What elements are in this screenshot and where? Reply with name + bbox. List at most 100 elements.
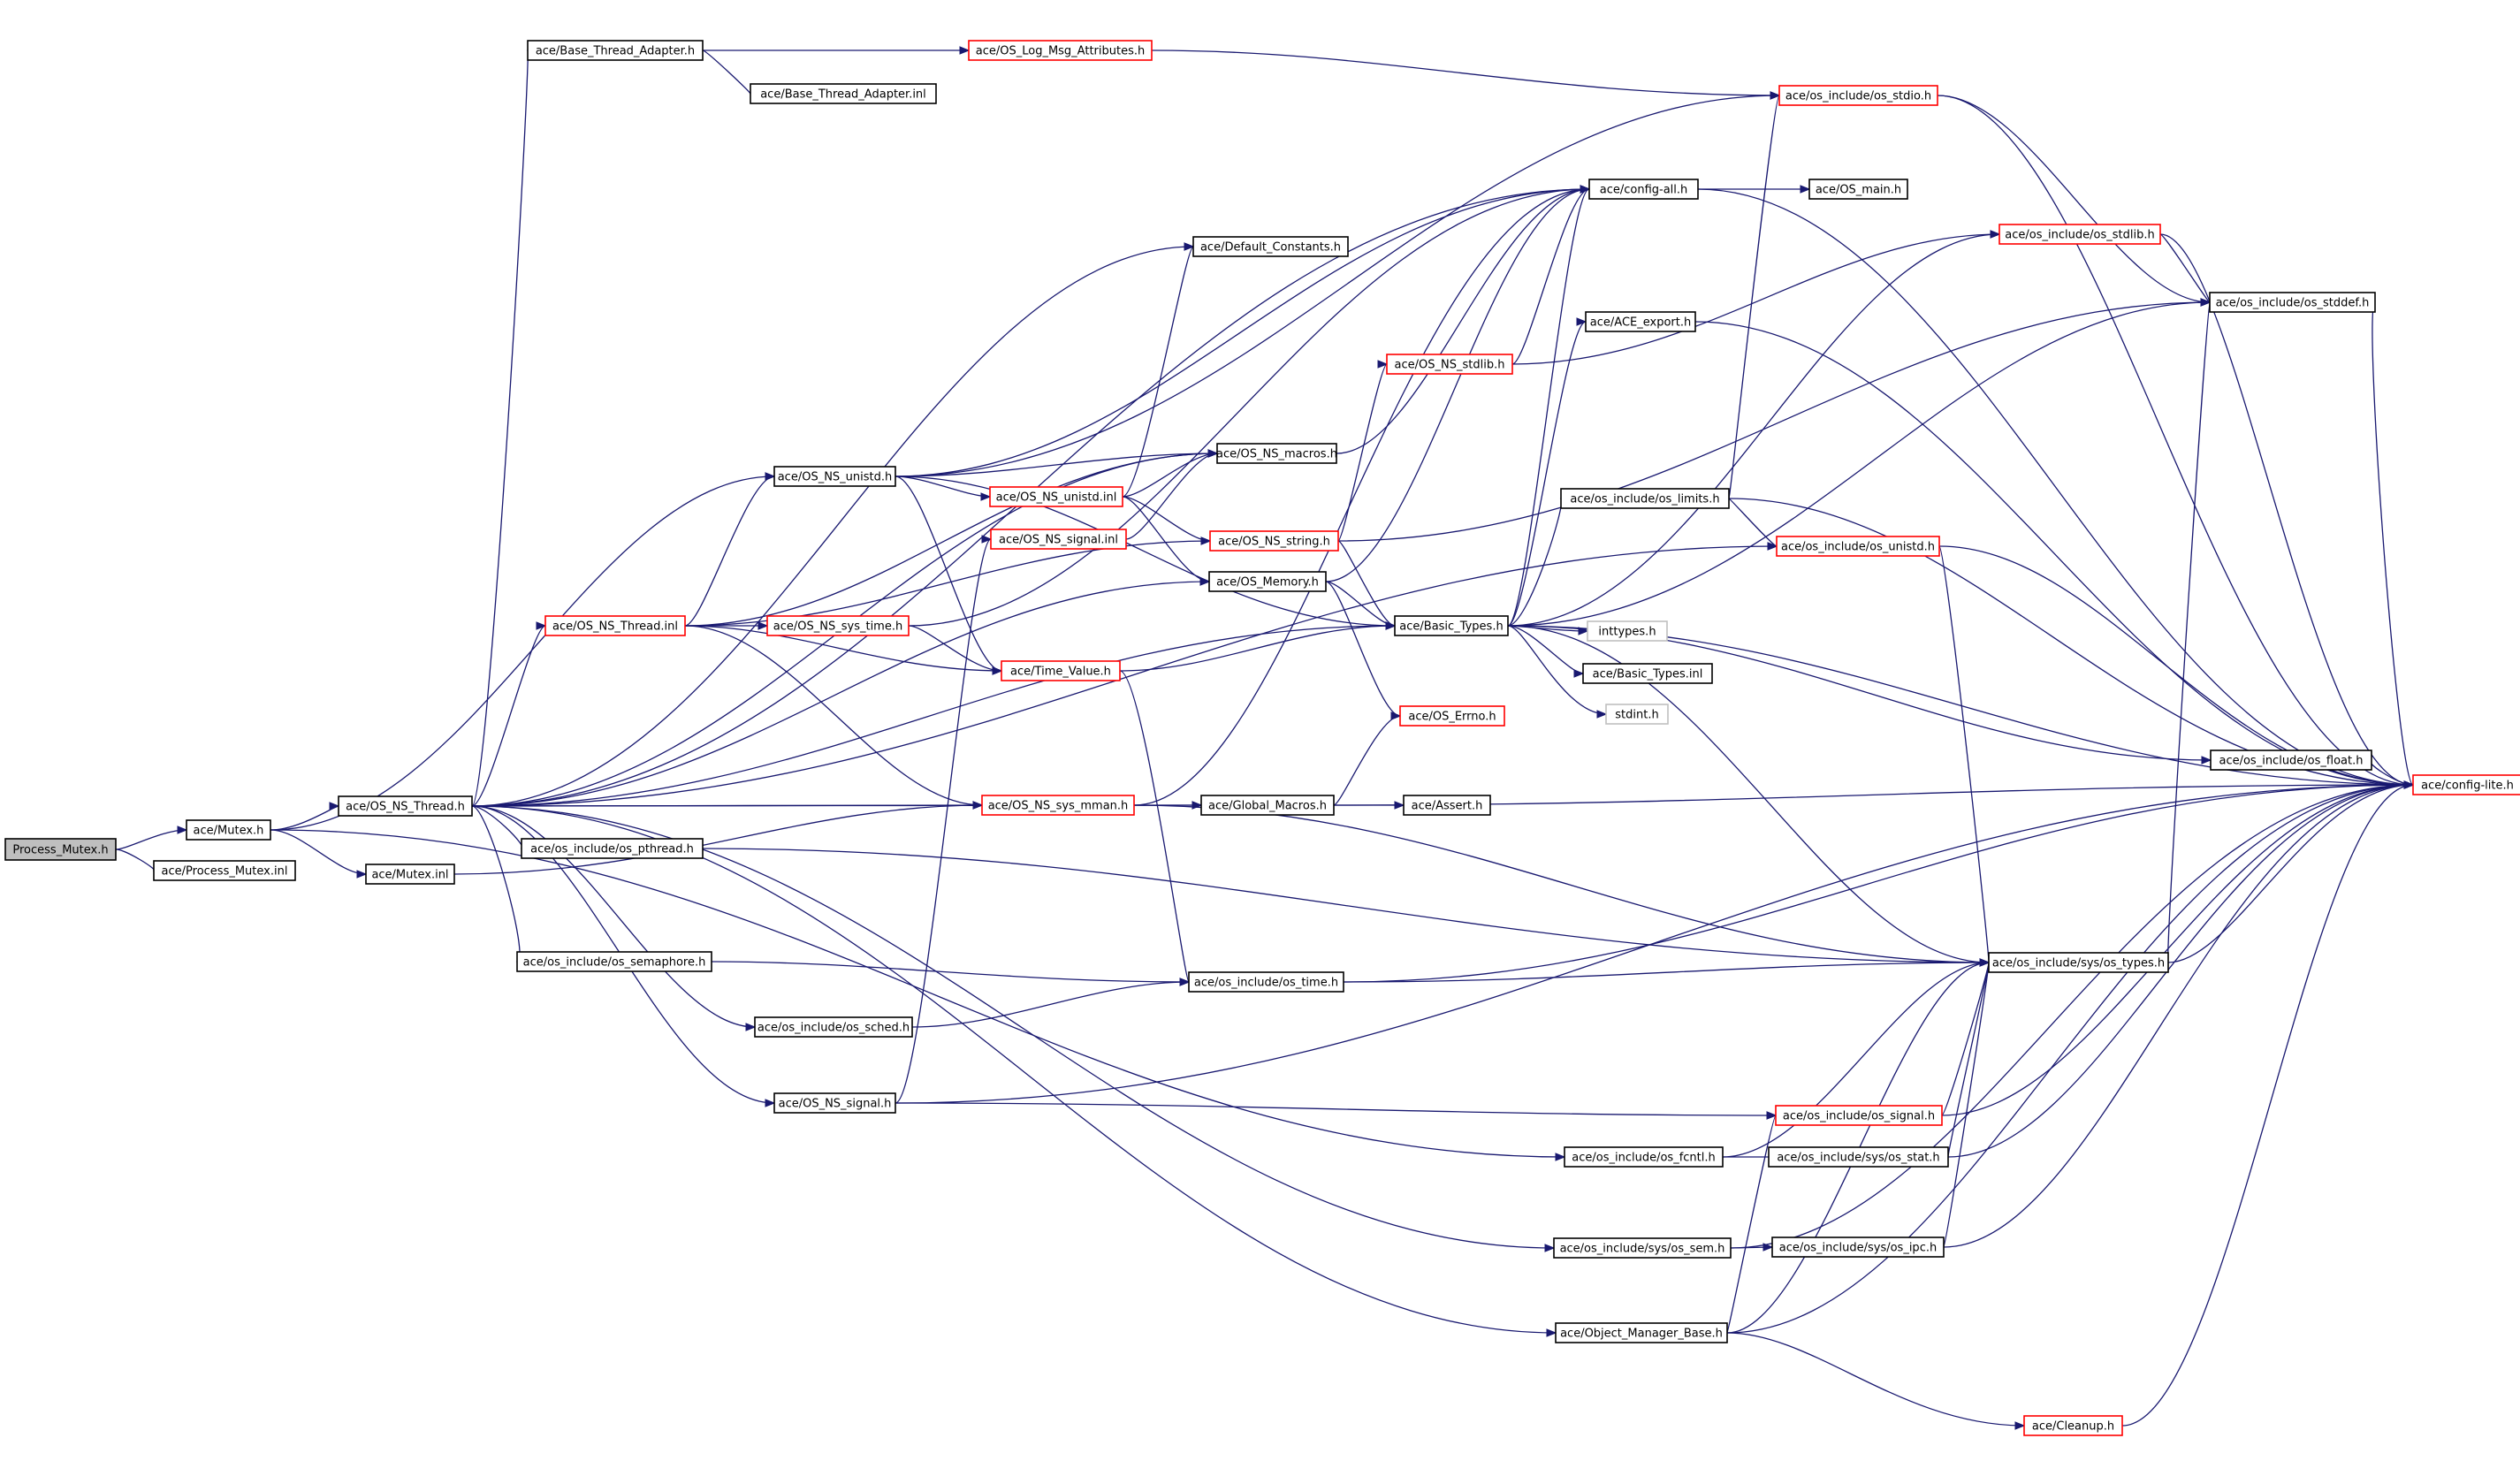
edge-line — [1938, 545, 2414, 786]
node-box — [1582, 663, 1713, 684]
node-label: ace/OS_NS_sys_time.h — [773, 620, 902, 634]
node-os-stddef-h[interactable]: ace/os_include/os_stddef.h — [2209, 292, 2376, 313]
edge-os_ns_signal_inl-to-os_ns_macros_h — [1125, 449, 1219, 540]
edge-line — [471, 545, 1778, 807]
node-time-value-h[interactable]: ace/Time_Value.h — [1001, 660, 1121, 681]
node-box — [990, 529, 1127, 550]
edge-os_stdlib_h-to-config_lite_h — [2159, 233, 2415, 789]
node-os-errno-h[interactable]: ace/OS_Errno.h — [1399, 705, 1505, 727]
edge-os_ns_stdlib_h-to-os_stdlib_h — [1511, 230, 2001, 365]
node-os-float-h[interactable]: ace/os_include/os_float.h — [2210, 750, 2372, 771]
edge-basic_types_h-to-os_stdlib_h — [1507, 230, 2001, 627]
node-box — [1775, 1105, 1943, 1126]
node-label: stdint.h — [1615, 709, 1658, 722]
arrowhead-icon — [356, 870, 368, 879]
node-os-ns-signal-h[interactable]: ace/OS_NS_signal.h — [773, 1092, 896, 1114]
node-process-mutex-h[interactable]: Process_Mutex.h — [4, 838, 117, 861]
node-base-thread-adapter-inl[interactable]: ace/Base_Thread_Adapter.inl — [750, 83, 937, 104]
node-os-ns-string-h[interactable]: ace/OS_NS_string.h — [1209, 530, 1339, 552]
edge-line — [1133, 188, 1590, 806]
node-os-pthread-h[interactable]: ace/os_include/os_pthread.h — [521, 838, 704, 859]
arrowhead-icon — [1770, 91, 1781, 100]
arrowhead-icon — [1766, 1111, 1778, 1120]
node-inttypes-h[interactable]: inttypes.h — [1587, 620, 1668, 642]
edge-os_limits_h-to-os_stdio_h — [1728, 91, 1781, 499]
edge-line — [471, 625, 546, 807]
arrowhead-icon — [177, 826, 188, 834]
arrowhead-icon — [980, 492, 992, 501]
node-os-ns-unistd-h[interactable]: ace/OS_NS_unistd.h — [773, 466, 896, 487]
node-label: ace/os_include/sys/os_ipc.h — [1779, 1242, 1937, 1255]
node-box — [544, 615, 686, 636]
node-os-ns-signal-inl[interactable]: ace/OS_NS_signal.inl — [990, 529, 1127, 550]
node-os-signal-h[interactable]: ace/os_include/os_signal.h — [1775, 1105, 1943, 1126]
node-box — [1386, 354, 1513, 375]
edge-os_ns_macros_h-to-config_all_h — [1336, 185, 1591, 454]
node-os-ipc-h[interactable]: ace/os_include/sys/os_ipc.h — [1771, 1237, 1945, 1258]
node-stdint-h[interactable]: stdint.h — [1605, 704, 1669, 725]
edge-os_sched_h-to-os_time_h — [911, 978, 1191, 1028]
node-os-ns-sys-time-h[interactable]: ace/OS_NS_sys_time.h — [766, 615, 910, 636]
node-process-mutex-inl[interactable]: ace/Process_Mutex.inl — [153, 860, 296, 881]
edge-line — [702, 49, 751, 95]
edge-line — [1937, 95, 2211, 303]
edge-line — [471, 805, 756, 1028]
node-os-ns-macros-h[interactable]: ace/OS_NS_macros.h — [1216, 443, 1337, 464]
edge-os_stdio_h-to-config_lite_h — [1937, 95, 2415, 789]
arrowhead-icon — [972, 801, 984, 810]
node-box — [1587, 620, 1668, 642]
node-label: ace/OS_NS_macros.h — [1216, 448, 1337, 461]
node-basic-types-inl[interactable]: ace/Basic_Types.inl — [1582, 663, 1713, 684]
arrowhead-icon — [1800, 185, 1811, 194]
node-os-fcntl-h[interactable]: ace/os_include/os_fcntl.h — [1564, 1146, 1724, 1168]
node-label: ace/os_include/sys/os_sem.h — [1560, 1243, 1725, 1256]
node-cleanup-h[interactable]: ace/Cleanup.h — [2023, 1415, 2123, 1436]
node-os-limits-h[interactable]: ace/os_include/os_limits.h — [1560, 488, 1730, 509]
node-os-memory-h[interactable]: ace/OS_Memory.h — [1208, 571, 1327, 592]
node-label: ace/Assert.h — [1412, 800, 1483, 813]
node-mutex-h[interactable]: ace/Mutex.h — [186, 819, 271, 841]
node-os-types-h[interactable]: ace/os_include/sys/os_types.h — [1988, 952, 2169, 973]
node-config-all-h[interactable]: ace/config-all.h — [1588, 179, 1699, 200]
edge-line — [1343, 784, 2414, 983]
node-object-manager-base-h[interactable]: ace/Object_Manager_Base.h — [1555, 1322, 1728, 1343]
node-os-semaphore-h[interactable]: ace/os_include/os_semaphore.h — [516, 951, 712, 972]
node-os-ns-sys-mman-h[interactable]: ace/OS_NS_sys_mman.h — [981, 795, 1135, 816]
arrowhead-icon — [765, 472, 776, 481]
node-basic-types-h[interactable]: ace/Basic_Types.h — [1394, 615, 1509, 636]
edge-global_macros_h-to-os_errno_h — [1333, 711, 1402, 806]
node-os-ns-unistd-inl[interactable]: ace/OS_NS_unistd.inl — [989, 486, 1123, 507]
edge-os_ns_unistd_h-to-config_all_h — [895, 185, 1591, 477]
node-os-time-h[interactable]: ace/os_include/os_time.h — [1188, 971, 1344, 993]
node-mutex-inl[interactable]: ace/Mutex.inl — [365, 864, 455, 885]
node-os-ns-stdlib-h[interactable]: ace/OS_NS_stdlib.h — [1386, 354, 1513, 375]
node-label: ace/os_include/os_stdio.h — [1785, 90, 1931, 103]
node-assert-h[interactable]: ace/Assert.h — [1403, 795, 1491, 816]
node-config-lite-h[interactable]: ace/config-lite.h — [2412, 774, 2520, 795]
edge-os_ns_unistd_h-to-basic_types_h — [895, 476, 1397, 630]
node-os-main-h[interactable]: ace/OS_main.h — [1808, 179, 1908, 200]
node-ace-export-h[interactable]: ace/ACE_export.h — [1585, 311, 1696, 332]
edge-os_ns_thread_h-to-os_sem_h — [471, 805, 1556, 1252]
node-default-constants-h[interactable]: ace/Default_Constants.h — [1192, 236, 1349, 257]
edge-os_ns_unistd_h-to-time_value_h — [895, 476, 1003, 675]
node-os-sem-h[interactable]: ace/os_include/sys/os_sem.h — [1553, 1237, 1732, 1259]
edge-line — [1728, 95, 1780, 499]
edge-object_manager_base_h-to-cleanup_h — [1726, 1332, 2026, 1430]
node-os-stat-h[interactable]: ace/os_include/sys/os_stat.h — [1768, 1146, 1949, 1168]
node-os-ns-thread-h[interactable]: ace/OS_NS_Thread.h — [338, 795, 473, 817]
node-box — [1553, 1237, 1732, 1259]
node-os-log-msg-attributes-h[interactable]: ace/OS_Log_Msg_Attributes.h — [968, 40, 1153, 61]
node-label: ace/os_include/os_fcntl.h — [1572, 1152, 1715, 1165]
node-box — [2412, 774, 2520, 795]
node-os-sched-h[interactable]: ace/os_include/os_sched.h — [754, 1016, 913, 1038]
node-global-macros-h[interactable]: ace/Global_Macros.h — [1200, 795, 1335, 816]
edge-line — [895, 95, 1780, 477]
node-base-thread-adapter-h[interactable]: ace/Base_Thread_Adapter.h — [527, 40, 704, 61]
node-os-stdlib-h[interactable]: ace/os_include/os_stdlib.h — [1998, 224, 2161, 245]
node-label: ace/Global_Macros.h — [1208, 800, 1327, 813]
node-os-ns-thread-inl[interactable]: ace/OS_NS_Thread.inl — [544, 615, 686, 636]
node-os-stdio-h[interactable]: ace/os_include/os_stdio.h — [1778, 85, 1938, 106]
node-os-unistd-h[interactable]: ace/os_include/os_unistd.h — [1776, 536, 1940, 557]
arrowhead-icon — [765, 1099, 776, 1107]
